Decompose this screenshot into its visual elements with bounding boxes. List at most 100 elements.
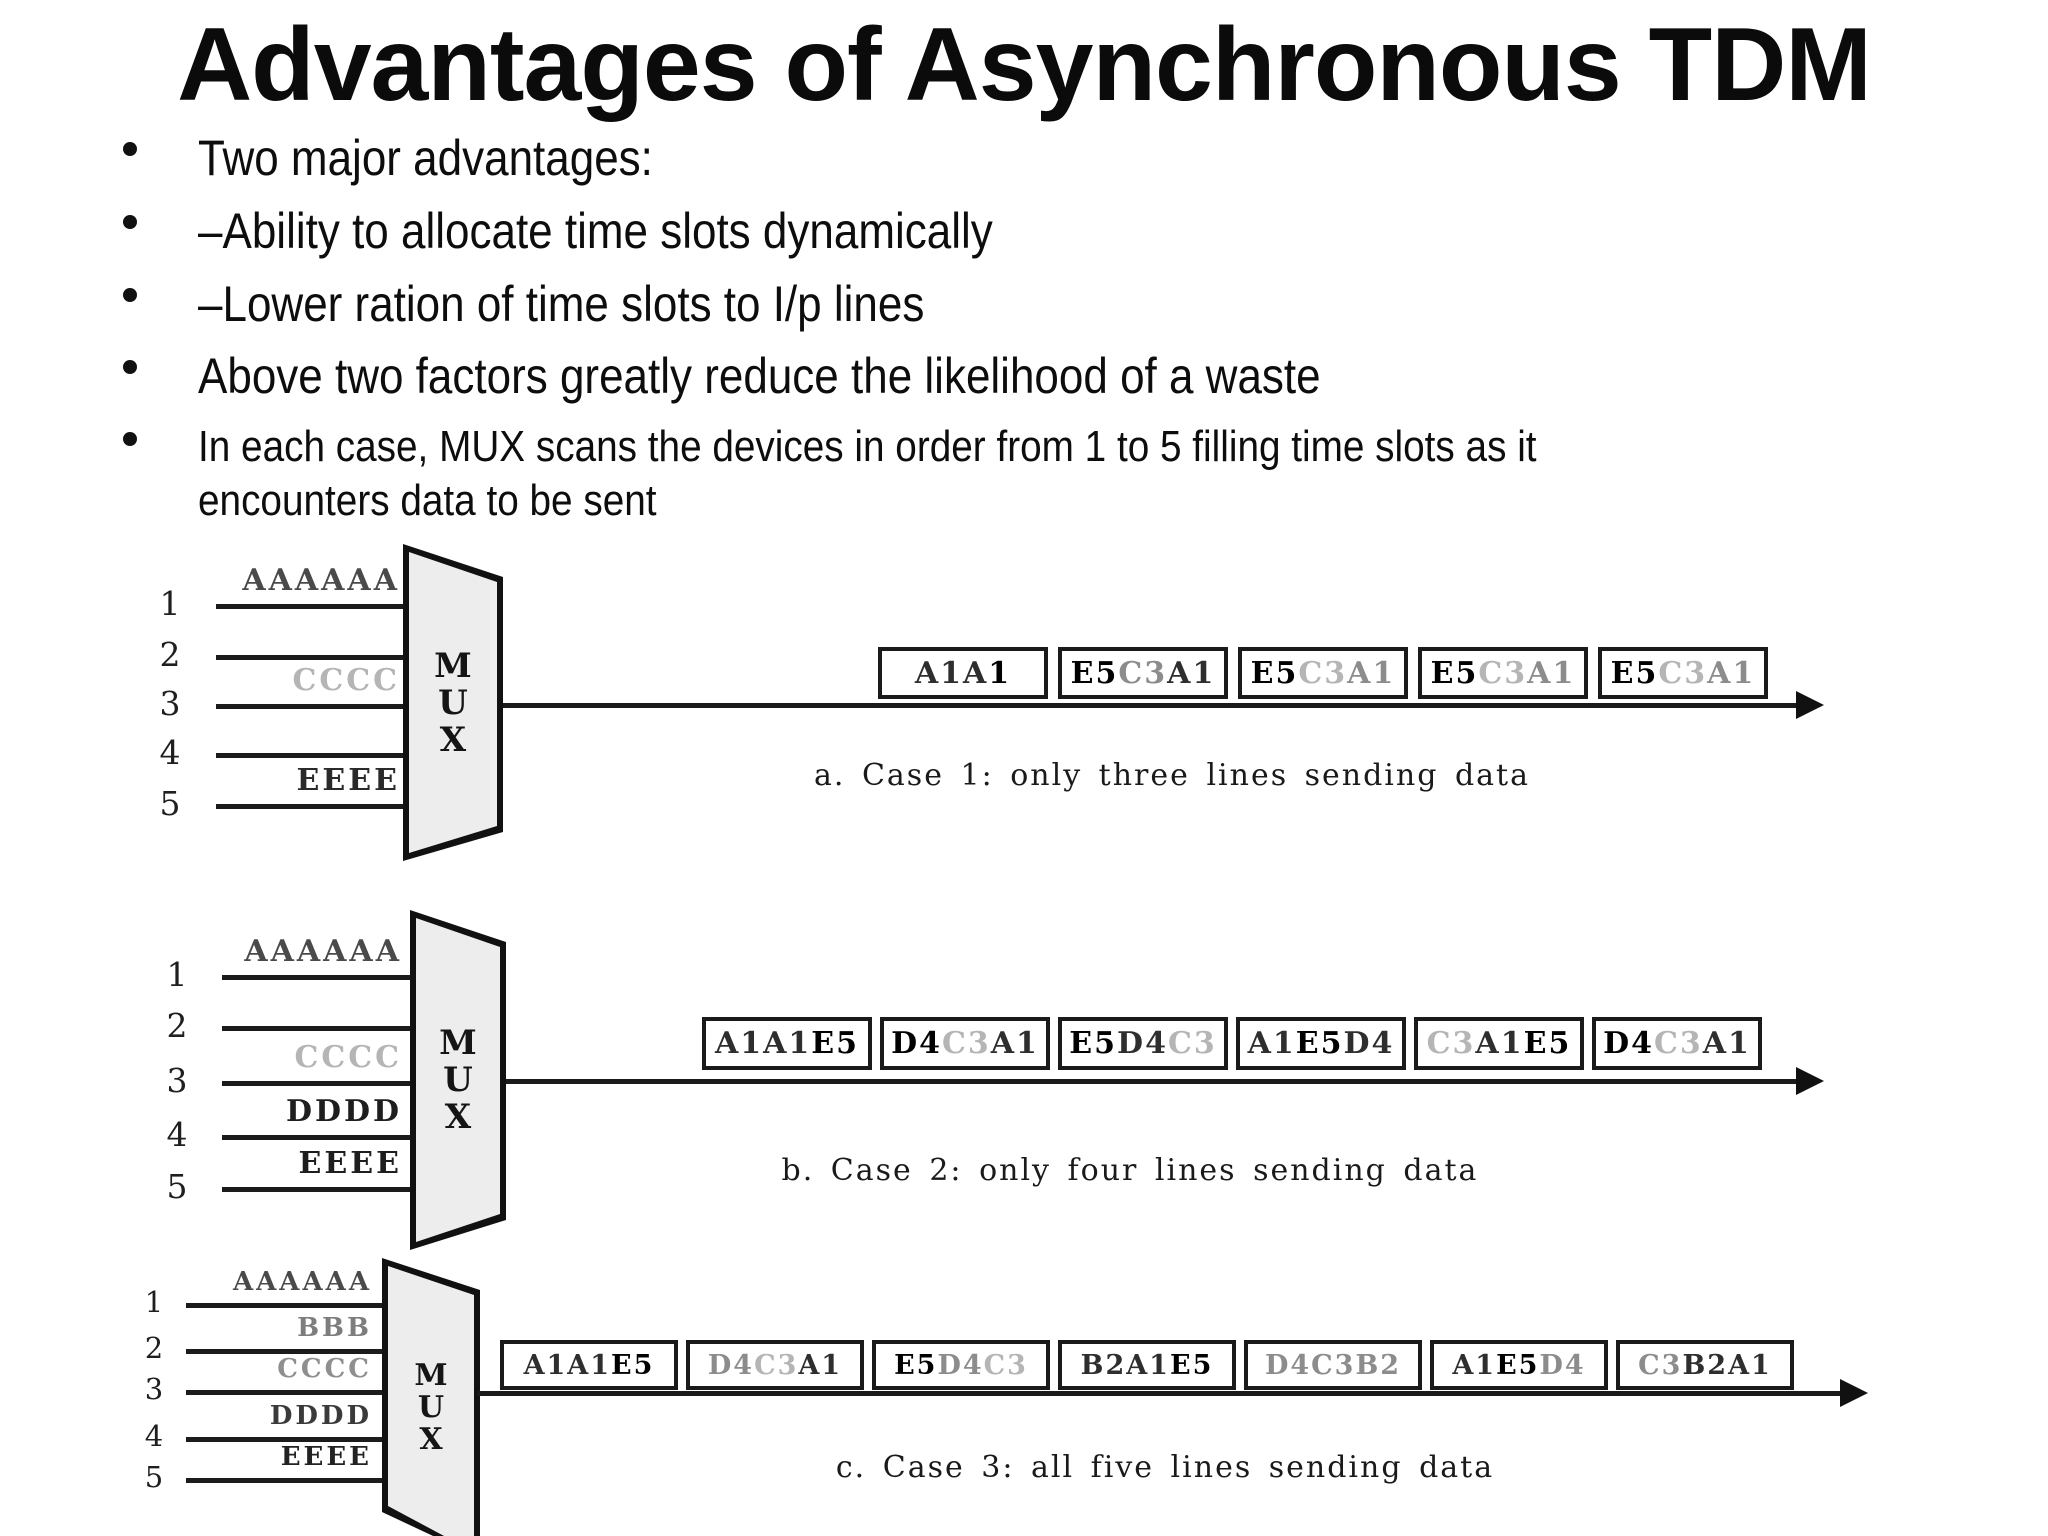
arrowhead-icon (1796, 1067, 1824, 1095)
bullet-text: –Lower ration of time slots to I/p lines (198, 276, 925, 332)
slot-segment: E5 (1610, 655, 1659, 691)
slot-segment: A1 (1728, 1349, 1772, 1381)
bullet-text: Above two factors greatly reduce the lik… (198, 348, 1321, 404)
input-label: DDDD (285, 1094, 402, 1129)
slot-segment: D4 (1117, 1026, 1168, 1061)
slot-segment: E5 (1430, 655, 1479, 691)
mux-fill (416, 918, 500, 1242)
output-line (478, 1391, 1843, 1396)
slot-segment: D4 (1343, 1026, 1395, 1061)
input-label: AAAAAA (232, 1267, 372, 1297)
input-number: 2 (144, 1331, 164, 1366)
slot-segment: B2 (1080, 1349, 1127, 1381)
input-label: CCCC (294, 1040, 402, 1075)
slot-segment: C3 (1658, 655, 1708, 691)
input-label: EEEE (298, 1146, 402, 1181)
input-line (186, 1478, 383, 1483)
input-number: 4 (144, 1419, 164, 1454)
input-line (216, 604, 404, 609)
slot-segment: C3 (1311, 1349, 1356, 1381)
input-number: 1 (144, 1285, 164, 1320)
slot-segment: B2 (1682, 1349, 1729, 1381)
slot-segment: A1A1 (523, 1349, 612, 1381)
slot-segment: C3 (1167, 1026, 1217, 1061)
bullet-dot (123, 360, 137, 374)
mux-letter: X (444, 1096, 472, 1137)
arrowhead-icon (1840, 1379, 1868, 1407)
input-label: EEEE (280, 1442, 372, 1472)
bullet-text: In each case, MUX scans the devices in o… (198, 422, 1537, 525)
slot-segment: E5 (1250, 655, 1299, 691)
slot-segment: C3 (1298, 655, 1348, 691)
input-line (222, 1081, 411, 1086)
input-label: EEEE (296, 763, 400, 798)
slot-segment: C3 (1638, 1349, 1683, 1381)
diagram-caption: b. Case 2: only four lines sending data (781, 1153, 1479, 1188)
slot-segment: D4 (707, 1349, 755, 1381)
input-number: 5 (144, 1460, 164, 1495)
input-line (186, 1437, 383, 1442)
slot-segment: B2 (1355, 1349, 1402, 1381)
slot-segment: A1 (1167, 655, 1216, 691)
slot-segment: D4 (891, 1026, 942, 1061)
input-number: 2 (159, 634, 181, 674)
input-line (186, 1349, 383, 1354)
input-label: AAAAAA (244, 934, 402, 969)
slot-segment: E5 (611, 1349, 655, 1381)
bullet-item: –Ability to allocate time slots dynamica… (0, 201, 2048, 261)
slot-segment: D4 (1603, 1026, 1654, 1061)
slot-segment: C3 (983, 1349, 1028, 1381)
mux-letter: U (417, 1390, 445, 1425)
mux-letter: U (438, 682, 468, 723)
input-line (216, 804, 404, 809)
input-label: DDDD (269, 1401, 372, 1431)
input-number: 4 (166, 1114, 188, 1154)
slot-segment: A1 (798, 1349, 843, 1381)
slot-segment: E5 (1523, 1026, 1572, 1061)
diagram-caption: c. Case 3: all five lines sending data (835, 1450, 1495, 1485)
input-number: 1 (159, 583, 181, 623)
bullet-dot (123, 142, 137, 156)
slot-segment: E5 (1496, 1349, 1540, 1381)
slot-segment: E5 (1069, 1026, 1118, 1061)
mux-letter: M (434, 645, 472, 686)
slot-segment: C3 (1118, 655, 1168, 691)
bullet-dot (123, 432, 137, 446)
input-line (216, 704, 404, 709)
input-line (186, 1303, 383, 1308)
slot-segment: E5 (1295, 1026, 1344, 1061)
input-label: CCCC (277, 1354, 372, 1384)
slot-segment: D4 (1264, 1349, 1312, 1381)
output-line (503, 703, 1799, 708)
bullet-item: Two major advantages: (0, 128, 2048, 188)
input-number: 4 (159, 732, 181, 772)
bullet-item: Above two factors greatly reduce the lik… (0, 346, 2048, 406)
mux-fill (388, 1266, 474, 1536)
slot-segment: E5 (894, 1349, 938, 1381)
mux-fill (409, 552, 497, 853)
bullet-dot (123, 288, 137, 302)
input-number: 3 (166, 1060, 188, 1100)
slot-segment: A1 (1707, 655, 1756, 691)
slot-segment: A1 (1702, 1026, 1751, 1061)
slot-segment: E5 (811, 1026, 860, 1061)
